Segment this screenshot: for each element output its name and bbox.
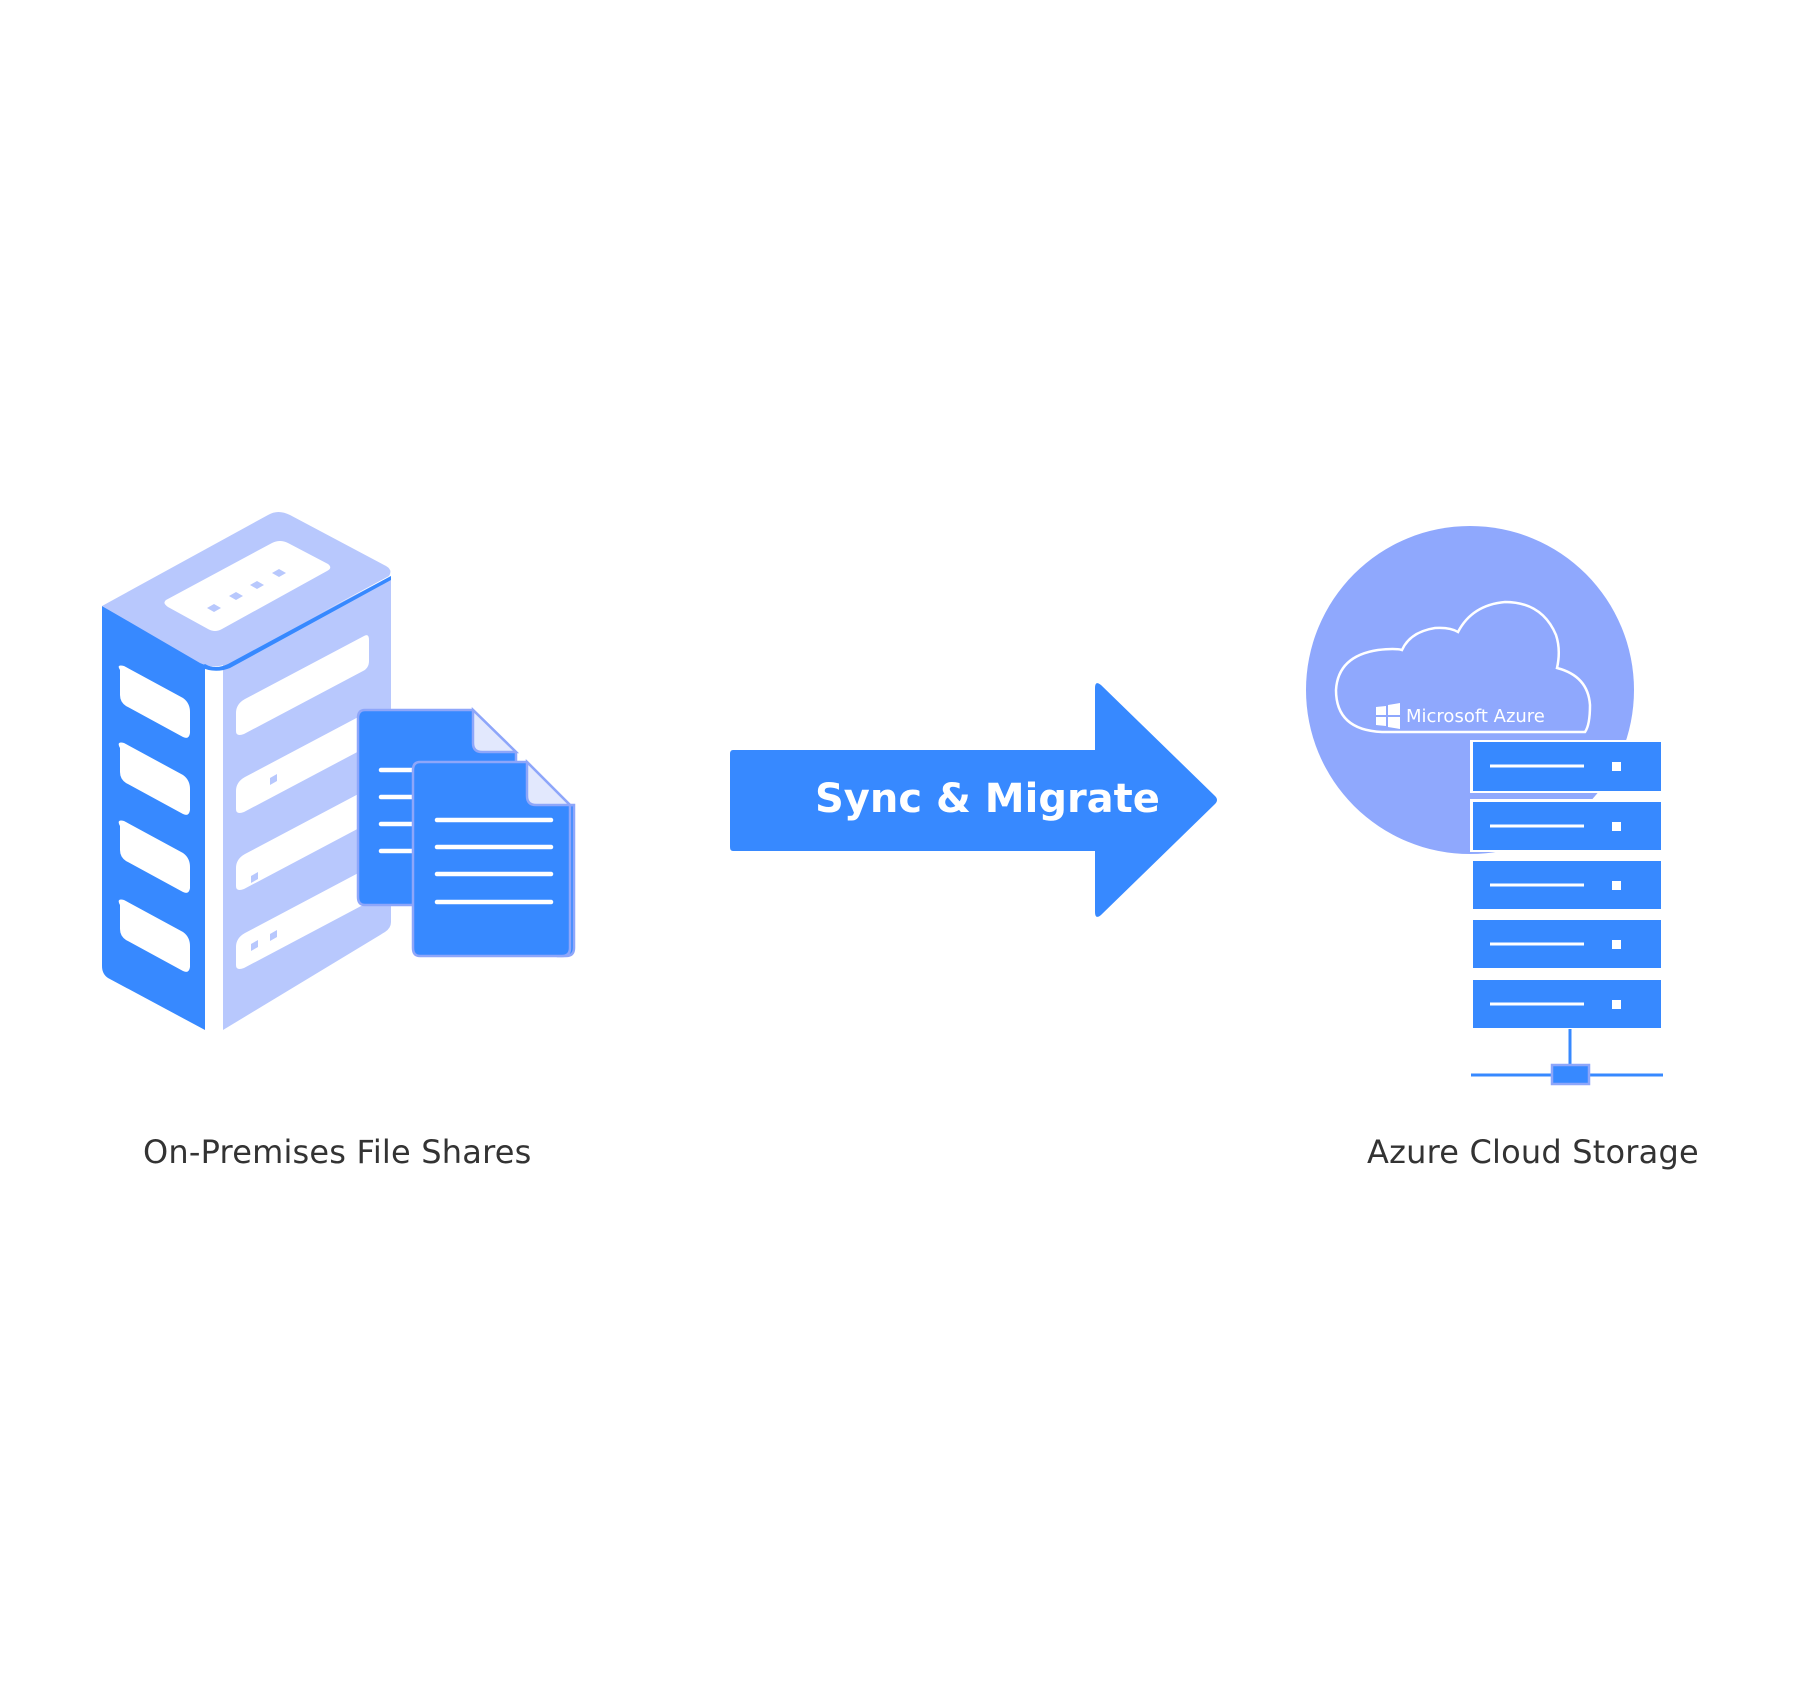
arrow-label: Sync & Migrate (815, 776, 1160, 822)
source-label: On-Premises File Shares (143, 1133, 532, 1171)
server-rack-icon (1470, 740, 1663, 1086)
cloud-badge-label: Microsoft Azure (1406, 706, 1545, 727)
target-label: Azure Cloud Storage (1367, 1133, 1699, 1171)
sync-migrate-arrow-icon (730, 683, 1217, 917)
windows-logo-icon (1376, 703, 1400, 729)
server-tower-icon (102, 512, 391, 1030)
documents-icon (356, 707, 576, 958)
